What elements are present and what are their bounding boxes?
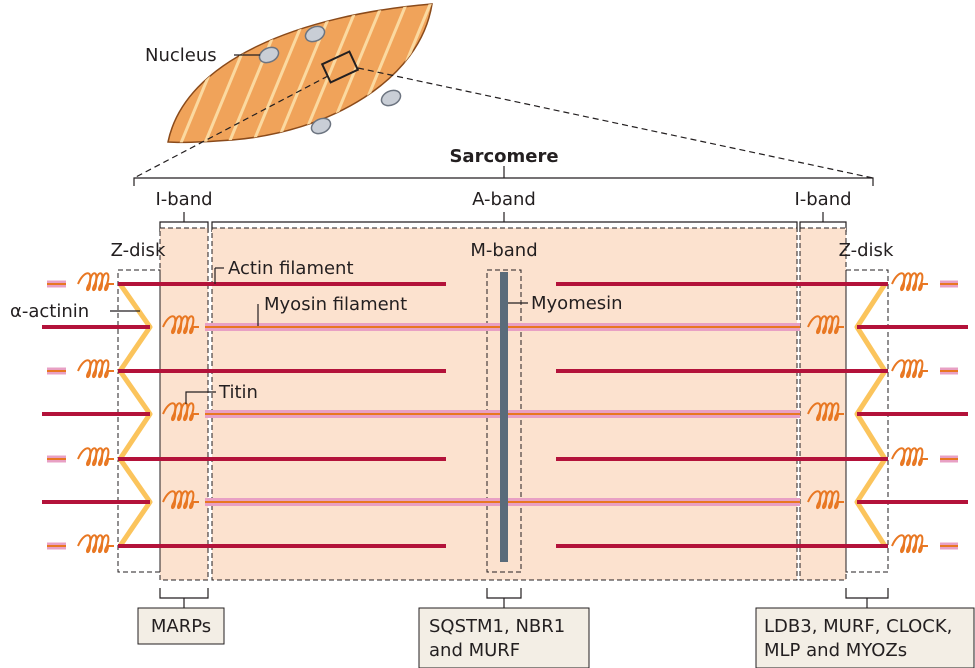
z-disk-proteins-box: LDB3, MURF, CLOCK, MLP and MYOZs: [756, 608, 974, 668]
myomesin-label: Myomesin: [531, 293, 623, 314]
nucleus-label: Nucleus: [145, 45, 217, 66]
alpha-actinin-label: α-actinin: [10, 301, 89, 322]
myosin-filament-label: Myosin filament: [264, 294, 407, 315]
m-band-proteins-line2: and MURF: [429, 640, 520, 661]
m-band-proteins-box: SQSTM1, NBR1 and MURF: [419, 608, 589, 668]
m-line: [500, 272, 508, 562]
i-band-right-label: I-band: [794, 189, 851, 210]
titin-coil: [78, 535, 114, 552]
titin-coil: [78, 273, 114, 290]
marps-text: MARPs: [151, 616, 211, 637]
titin-coil: [892, 360, 928, 377]
i-band-left-label: I-band: [155, 189, 212, 210]
muscle-cell-body: [168, 4, 432, 142]
z-disk-right-label: Z-disk: [839, 240, 894, 261]
z-disk-proteins-line2: MLP and MYOZs: [764, 640, 907, 661]
m-band-label: M-band: [470, 240, 537, 261]
titin-coil: [892, 273, 928, 290]
m-band-proteins-line1: SQSTM1, NBR1: [429, 616, 565, 637]
z-disk-proteins-line1: LDB3, MURF, CLOCK,: [764, 616, 952, 637]
a-band-label: A-band: [472, 189, 536, 210]
titin-coil: [78, 360, 114, 377]
titin-label: Titin: [218, 382, 258, 403]
nucleus-3: [379, 87, 403, 108]
muscle-cell: Nucleus: [145, 0, 460, 160]
marps-box: MARPs: [138, 608, 224, 644]
titin-coil: [892, 448, 928, 465]
titin-coil: [892, 535, 928, 552]
actin-filament-label: Actin filament: [228, 258, 354, 279]
sarcomere-label: Sarcomere: [449, 146, 558, 167]
bottom-brackets: [160, 588, 888, 608]
sarcomere-bracket: [134, 166, 873, 186]
titin-coil: [78, 448, 114, 465]
zoom-line-right: [358, 68, 873, 178]
z-disk-left-label: Z-disk: [111, 240, 166, 261]
